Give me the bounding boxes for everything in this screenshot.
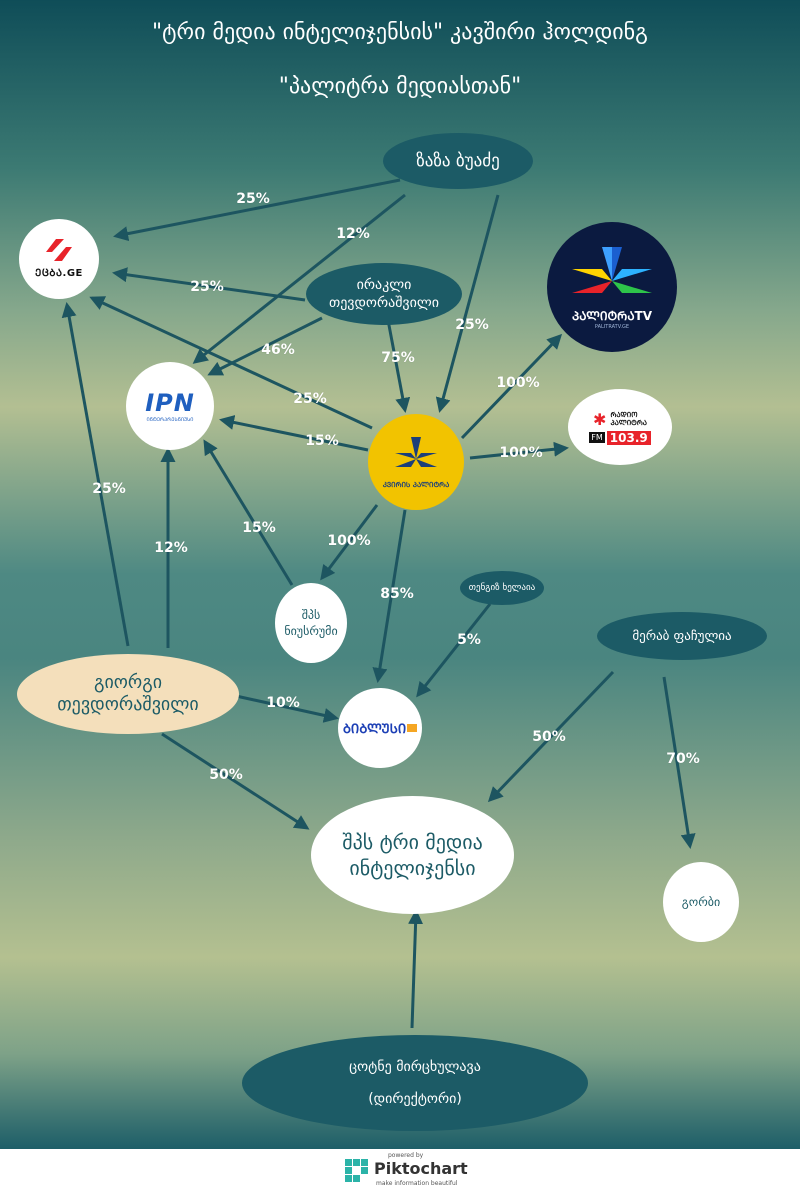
node-radio-palitra: ✱ ᲠᲐᲓᲘᲝ ᲞᲐᲚᲘᲢᲠᲐ FM 103.9 [568,389,672,465]
arrow-kviris-newsroom [320,504,379,581]
edge-label-kviris-newsroom: 100% [327,533,371,549]
arrow-kviris-bibliusi [372,509,407,683]
footer-brand: Piktochart [374,1159,468,1178]
title-line-1: "ტრი მედია ინტელიჯენსის" კავშირი ჰოლდინგ [152,20,648,45]
node-tengiz-label: თენგიზ ხელაია [468,583,536,593]
edge-label-kviris-radio: 100% [499,445,543,461]
arrow-tengiz-bibliusi [416,603,492,698]
node-tsotne-mirtskhulava: ცოტნე მირცხულავა (დირექტორი) [242,1035,588,1131]
piktochart-logo-icon [345,1159,369,1183]
radio-star-icon: ✱ [593,409,607,429]
arrow-newsroom-ipn [203,439,294,586]
edge-label-zaza-netgazeti: 25% [236,191,270,207]
node-merab-label: მერაბ ფაჩულია [632,628,732,644]
radio-logo-line-2: ᲞᲐᲚᲘᲢᲠᲐ [610,419,647,427]
node-newsroom-line-1: შპს [301,608,321,622]
title-line-2: "პალიტრა მედიასთან" [278,74,522,99]
arrow-zaza-kviris [435,194,500,413]
arrow-irakli-kviris [386,319,411,413]
arrow-tsotne-tri [408,909,424,1029]
edge-label-irakli-netgazeti: 25% [190,279,224,295]
arrow-kviris-palitratv [460,333,563,440]
edge-label-irakli-kviris: 75% [381,350,415,366]
edge-label-kviris-palitratv: 100% [496,375,540,391]
netgazeti-logo-icon [46,239,72,261]
node-tengiz-khelaia: თენგიზ ხელაია [460,571,544,605]
footer-powered-by: powered by [388,1152,424,1159]
node-irakli-line-2: თევდორაშვილი [328,295,440,311]
edge-label-zaza-ipn: 12% [336,226,370,242]
node-netgazeti: ᲔᲪᲑᲐ.GE [19,219,99,299]
node-ipn: IPN ᲘᲜᲢᲔᲠᲞᲠᲔᲡᲜᲘᲣᲡᲘ [126,362,214,450]
edge-label-kviris-netgazeti: 25% [293,391,327,407]
node-zaza-buadze: ზაზა ბუაძე [383,133,533,189]
arrow-irakli-ipn [207,316,323,376]
arrow-kviris-ipn [219,415,369,452]
radio-frequency: 103.9 [606,430,651,445]
edge-label-merab-tri: 50% [532,729,566,745]
arrow-kviris-netgazeti [89,296,373,430]
edge-label-newsroom-ipn: 15% [242,520,276,536]
edge-label-giorgi-netgazeti: 25% [92,481,126,497]
footer-tagline: make information beautiful [376,1180,458,1187]
node-giorgi-line-2: თევდორაშვილი [57,694,199,715]
arrow-giorgi-tri [161,732,310,830]
arrow-zaza-ipn [192,193,406,364]
ipn-logo-text: IPN [145,389,195,417]
bibliusi-logo-text: ᲑᲘᲑᲚᲣᲡᲘ [342,722,407,737]
radio-logo-line-1: ᲠᲐᲓᲘᲝ [610,411,638,419]
ipn-logo-subtext: ᲘᲜᲢᲔᲠᲞᲠᲔᲡᲜᲘᲣᲡᲘ [146,417,194,423]
node-gorbi-label: გორბი [681,895,721,909]
arrow-giorgi-bibliusi [235,694,339,723]
arrow-zaza-netgazeti [113,178,401,242]
node-bibliusi: ᲑᲘᲑᲚᲣᲡᲘ [338,688,422,768]
arrow-kviris-radio [469,441,569,460]
node-newsroom-line-2: ნიუსრუმი [284,624,338,638]
netgazeti-logo-text: ᲔᲪᲑᲐ.GE [35,268,83,279]
footer: powered by Piktochart make information b… [0,1152,800,1197]
arrow-merab-tri [487,670,615,803]
kviris-palitra-logo-icon [395,436,437,467]
edge-label-merab-gorbi: 70% [666,751,700,767]
node-giorgi-tevdorashvili: გიორგი თევდორაშვილი [17,654,239,734]
palitratv-logo-text: ᲞᲐᲚᲘᲢᲠᲐTV [571,308,653,323]
node-kviris-palitra: ᲙᲕᲘᲠᲘᲡ ᲞᲐᲚᲘᲢᲠᲐ [368,414,464,510]
radio-fm-badge: FM [589,432,605,443]
node-palitratv: ᲞᲐᲚᲘᲢᲠᲐTV PALITRATV.GE [547,222,677,352]
node-irakli-tevdorashvili: ირაკლი თევდორაშვილი [306,263,462,325]
node-giorgi-line-1: გიორგი [93,672,163,693]
arrow-irakli-netgazeti [112,267,306,302]
edge-label-tengiz-bibliusi: 5% [457,632,481,648]
node-merab-pachulia: მერაბ ფაჩულია [597,612,767,660]
node-irakli-line-1: ირაკლი [356,277,412,293]
edge-label-giorgi-bibliusi: 10% [266,695,300,711]
node-tsotne-line-2: (დირექტორი) [368,1091,462,1107]
kviris-palitra-logo-text: ᲙᲕᲘᲠᲘᲡ ᲞᲐᲚᲘᲢᲠᲐ [382,480,450,489]
node-zaza-buadze-label: ზაზა ბუაძე [416,151,500,171]
bibliusi-logo-tag-icon [407,724,418,732]
edge-label-kviris-ipn: 15% [305,433,339,449]
node-newsroom: შპს ნიუსრუმი [275,583,347,663]
arrow-giorgi-netgazeti [61,302,130,647]
node-tri-line-2: ინტელიჯენსი [349,856,476,880]
node-tri-media-intelligence: შპს ტრი მედია ინტელიჯენსი [311,796,514,914]
edge-label-kviris-bibliusi: 85% [380,586,414,602]
edge-label-giorgi-tri: 50% [209,767,243,783]
edge-label-zaza-kviris: 25% [455,317,489,333]
node-tsotne-line-1: ცოტნე მირცხულავა [349,1059,481,1075]
node-gorbi: გორბი [663,862,739,942]
palitratv-logo-icon [572,246,652,293]
node-tri-line-1: შპს ტრი მედია [342,830,483,854]
arrow-merab-gorbi [662,676,696,849]
edge-label-giorgi-ipn: 12% [154,540,188,556]
palitratv-logo-subtext: PALITRATV.GE [594,323,630,330]
edge-label-irakli-ipn: 46% [261,342,295,358]
